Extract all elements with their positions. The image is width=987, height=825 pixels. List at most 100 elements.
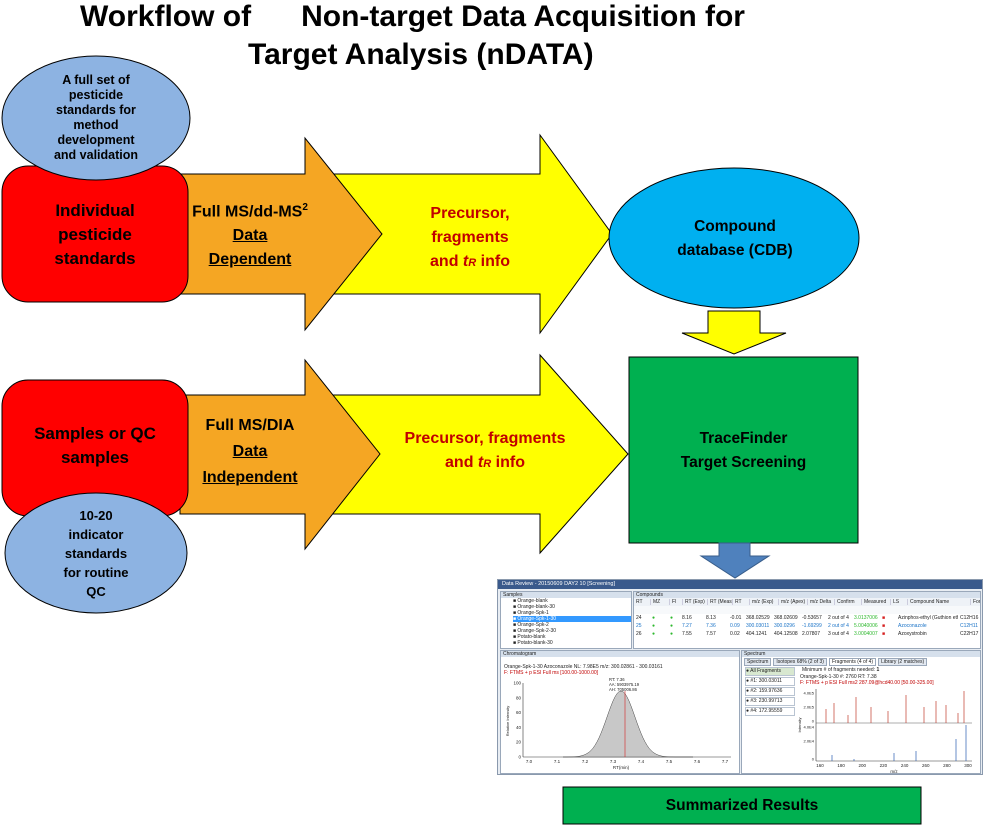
sample-item[interactable]: ■ Potato-blank-30: [513, 640, 553, 646]
compound-cell: ●: [652, 631, 656, 637]
bottom-orange-arrow-text: Full MS/DIA Data Independent: [202, 417, 298, 486]
spec-x-tick: 220: [880, 763, 888, 768]
chrom-peak-label: AA: 5903975.19: [609, 682, 640, 687]
compound-column-header[interactable]: Fl: [670, 599, 683, 605]
sample-item[interactable]: ■ Orange-Spk-2-30: [513, 628, 557, 634]
compound-cell: 368.02529: [746, 615, 770, 621]
spec-info: Orange-Spk-1-30 #: 2760 RT: 7.38: [800, 674, 877, 680]
fragment-item[interactable]: ● #3: 230.99713: [745, 697, 795, 706]
compound-column-header[interactable]: Measured: [862, 599, 891, 605]
samples-header: Samples: [501, 592, 631, 598]
chrom-x-label: RT(min): [613, 765, 630, 770]
spectrum-tab[interactable]: Fragments (4 of 4): [828, 658, 877, 666]
spec-y-tick: 4.0E5: [804, 691, 815, 696]
compound-cell: C12H11: [960, 623, 978, 629]
compound-column-header[interactable]: RT: [733, 599, 750, 605]
spec-y-tick: 2.0E5: [804, 705, 815, 710]
compound-column-header[interactable]: m/z Delta: [808, 599, 835, 605]
chrom-y-tick: 60: [516, 710, 522, 715]
spec-x-tick: 280: [943, 763, 951, 768]
spectrum-tab[interactable]: Isotopes 68% (2 of 3): [773, 658, 827, 666]
compound-cell: ■: [882, 615, 886, 621]
spectrum-header: Spectrum: [742, 651, 980, 657]
compounds-header: Compounds: [634, 592, 980, 598]
tracefinder-box: [628, 356, 859, 544]
compound-cell: ■: [882, 623, 886, 629]
spec-x-tick: 300: [964, 763, 972, 768]
compound-cell: -1.69299: [802, 623, 822, 629]
spectrum-tab[interactable]: Spectrum: [744, 658, 772, 666]
compound-cell: 2.07807: [802, 631, 821, 637]
compound-column-header[interactable]: m/z (Exp): [750, 599, 779, 605]
top-orange-arrow: [179, 136, 383, 332]
compound-cell: 7.27: [682, 623, 692, 629]
spec-x-tick: 260: [922, 763, 930, 768]
fragment-item[interactable]: ● #1: 300.03011: [745, 677, 795, 686]
compound-cell: ●: [670, 623, 674, 629]
compound-column-header[interactable]: RT: [634, 599, 651, 605]
bottom-yellow-arrow: [299, 353, 629, 555]
sample-item[interactable]: ■ Potato-blank: [513, 634, 546, 640]
compound-cell: 404.12508: [774, 631, 798, 637]
compound-cell: 8.16: [682, 615, 692, 621]
compound-column-header[interactable]: Compound Name: [908, 599, 971, 605]
compound-cell: Azoxystrobin: [898, 631, 927, 637]
chrom-peak-label: AH: 705006.86: [609, 687, 638, 692]
fragment-item[interactable]: ● All Fragments: [745, 667, 795, 676]
compound-cell: C12H16: [960, 615, 979, 621]
compound-cell: ●: [652, 615, 656, 621]
chrom-y-label: Relative Intensity: [505, 706, 510, 736]
bottom-ellipse: [4, 492, 188, 614]
compound-cell: ●: [652, 623, 656, 629]
spectrum-tab[interactable]: Library (2 matches): [878, 658, 928, 666]
chrom-x-tick: 7.1: [554, 759, 561, 764]
compound-column-header[interactable]: RT (Exp): [683, 599, 708, 605]
chrom-x-tick: 7.5: [666, 759, 673, 764]
compound-column-header[interactable]: LS: [891, 599, 908, 605]
compound-column-header[interactable]: m/z (Apex): [779, 599, 808, 605]
fragment-item[interactable]: ● #2: 159.97636: [745, 687, 795, 696]
compound-cell: 7.57: [706, 631, 716, 637]
bottom-yellow-arrow-text: Precursor, fragments and tR info: [404, 429, 566, 471]
compound-cell: 300.0296: [774, 623, 795, 629]
compound-column-header[interactable]: Formula: [971, 599, 980, 605]
chrom-y-tick: 40: [516, 725, 522, 730]
chromatogram-header: Chromatogram: [501, 651, 739, 657]
chrom-x-tick: 7.4: [638, 759, 645, 764]
top-yellow-arrow: [299, 133, 613, 335]
samples-panel: Samples ■ Orange-blank■ Orange-blank-30■…: [500, 591, 632, 649]
compound-cell: 24: [636, 615, 642, 621]
compound-column-header[interactable]: RT (Meas): [710, 599, 733, 605]
top-ellipse: [1, 55, 191, 181]
spec-y-tick: 0: [812, 719, 815, 724]
sample-item[interactable]: ■ Orange-Spk-1: [513, 610, 549, 616]
compound-cell: -0.01: [730, 615, 742, 621]
sample-item[interactable]: ■ Orange-blank-30: [513, 604, 555, 610]
compound-cell: Azoconazole: [898, 623, 927, 629]
compound-cell: 3.0004007: [854, 631, 878, 637]
min-fragments: Minimum # of fragments needed: 1: [802, 667, 880, 673]
compound-column-header[interactable]: Confirm: [835, 599, 862, 605]
summary-box: [562, 786, 922, 825]
sample-item[interactable]: ■ Orange-Spk-2: [513, 622, 549, 628]
spec-y-label: Intensity: [797, 718, 802, 733]
compound-column-header[interactable]: MZ: [651, 599, 670, 605]
down-yellow-arrow: [681, 310, 787, 355]
compound-cell: 300.03011: [746, 623, 770, 629]
compound-cell: -0.53657: [802, 615, 822, 621]
fragment-item[interactable]: ● #4: 172.95559: [745, 707, 795, 716]
chrom-peak: [563, 690, 693, 758]
compound-cell: 5.0040006: [854, 623, 878, 629]
chrom-filter: F: FTMS + p ESI Full ms [100.00-1000.00]: [504, 670, 599, 676]
sample-item[interactable]: ■ Orange-Spk-1-30: [513, 616, 631, 622]
top-red-box-text: Individual pesticide standards: [54, 201, 136, 268]
spec-x-tick: 180: [837, 763, 845, 768]
sample-item[interactable]: ■ Orange-blank: [513, 598, 548, 604]
